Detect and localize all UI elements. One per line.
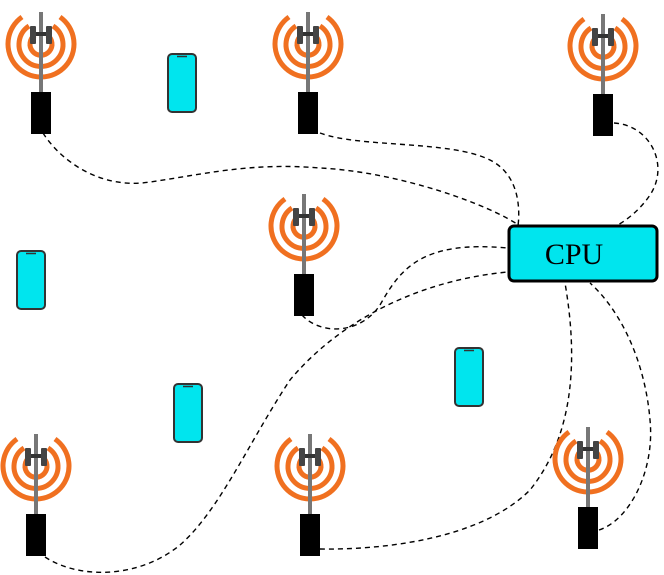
cpu-node: CPU bbox=[507, 224, 659, 283]
access-point-1 bbox=[8, 12, 74, 134]
antenna-tower-icon bbox=[271, 194, 337, 316]
antenna-tower-icon bbox=[277, 434, 343, 556]
link-ap1-cpu bbox=[42, 132, 521, 227]
user-devices bbox=[16, 53, 484, 443]
smartphone-icon bbox=[173, 383, 203, 443]
link-ap4-cpu bbox=[301, 246, 509, 330]
cpu-box bbox=[507, 224, 659, 283]
fronthaul-links bbox=[42, 122, 659, 573]
access-point-3 bbox=[570, 14, 636, 136]
cpu-label: CPU bbox=[545, 238, 604, 271]
link-ap3-cpu bbox=[611, 122, 659, 229]
access-point-6 bbox=[277, 434, 343, 556]
antenna-tower-icon bbox=[570, 14, 636, 136]
link-ap5-cpu bbox=[44, 271, 509, 573]
access-points bbox=[3, 12, 636, 556]
access-point-4 bbox=[271, 194, 337, 316]
smartphone-icon bbox=[454, 347, 484, 407]
access-point-2 bbox=[275, 12, 341, 134]
access-point-5 bbox=[3, 434, 69, 556]
link-ap2-cpu bbox=[319, 132, 520, 227]
antenna-tower-icon bbox=[8, 12, 74, 134]
antenna-tower-icon bbox=[275, 12, 341, 134]
antenna-tower-icon bbox=[555, 427, 621, 549]
link-ap6-cpu bbox=[319, 282, 573, 550]
antenna-tower-icon bbox=[3, 434, 69, 556]
smartphone-icon bbox=[167, 53, 197, 113]
link-ap7-cpu bbox=[589, 282, 652, 531]
smartphone-icon bbox=[16, 250, 46, 310]
access-point-7 bbox=[555, 427, 621, 549]
